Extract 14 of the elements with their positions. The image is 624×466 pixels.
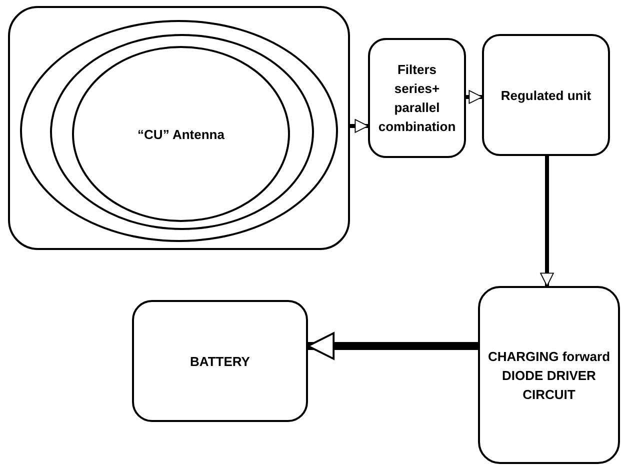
node-label: “CU” Antenna — [136, 126, 226, 144]
node-label: CHARGING forward DIODE DRIVER CIRCUIT — [486, 348, 612, 404]
process-box — [368, 38, 466, 158]
arrow — [540, 156, 554, 286]
node-label: Regulated unit — [500, 86, 592, 104]
process-box — [478, 286, 620, 464]
box-outline — [8, 6, 350, 250]
node-label: Filters series+ parallel combination — [377, 61, 457, 136]
arrow — [350, 119, 368, 133]
arrow — [466, 90, 482, 104]
arrow — [307, 332, 478, 360]
process-box — [482, 34, 610, 156]
process-box — [132, 300, 308, 422]
node-label: BATTERY — [189, 352, 251, 370]
